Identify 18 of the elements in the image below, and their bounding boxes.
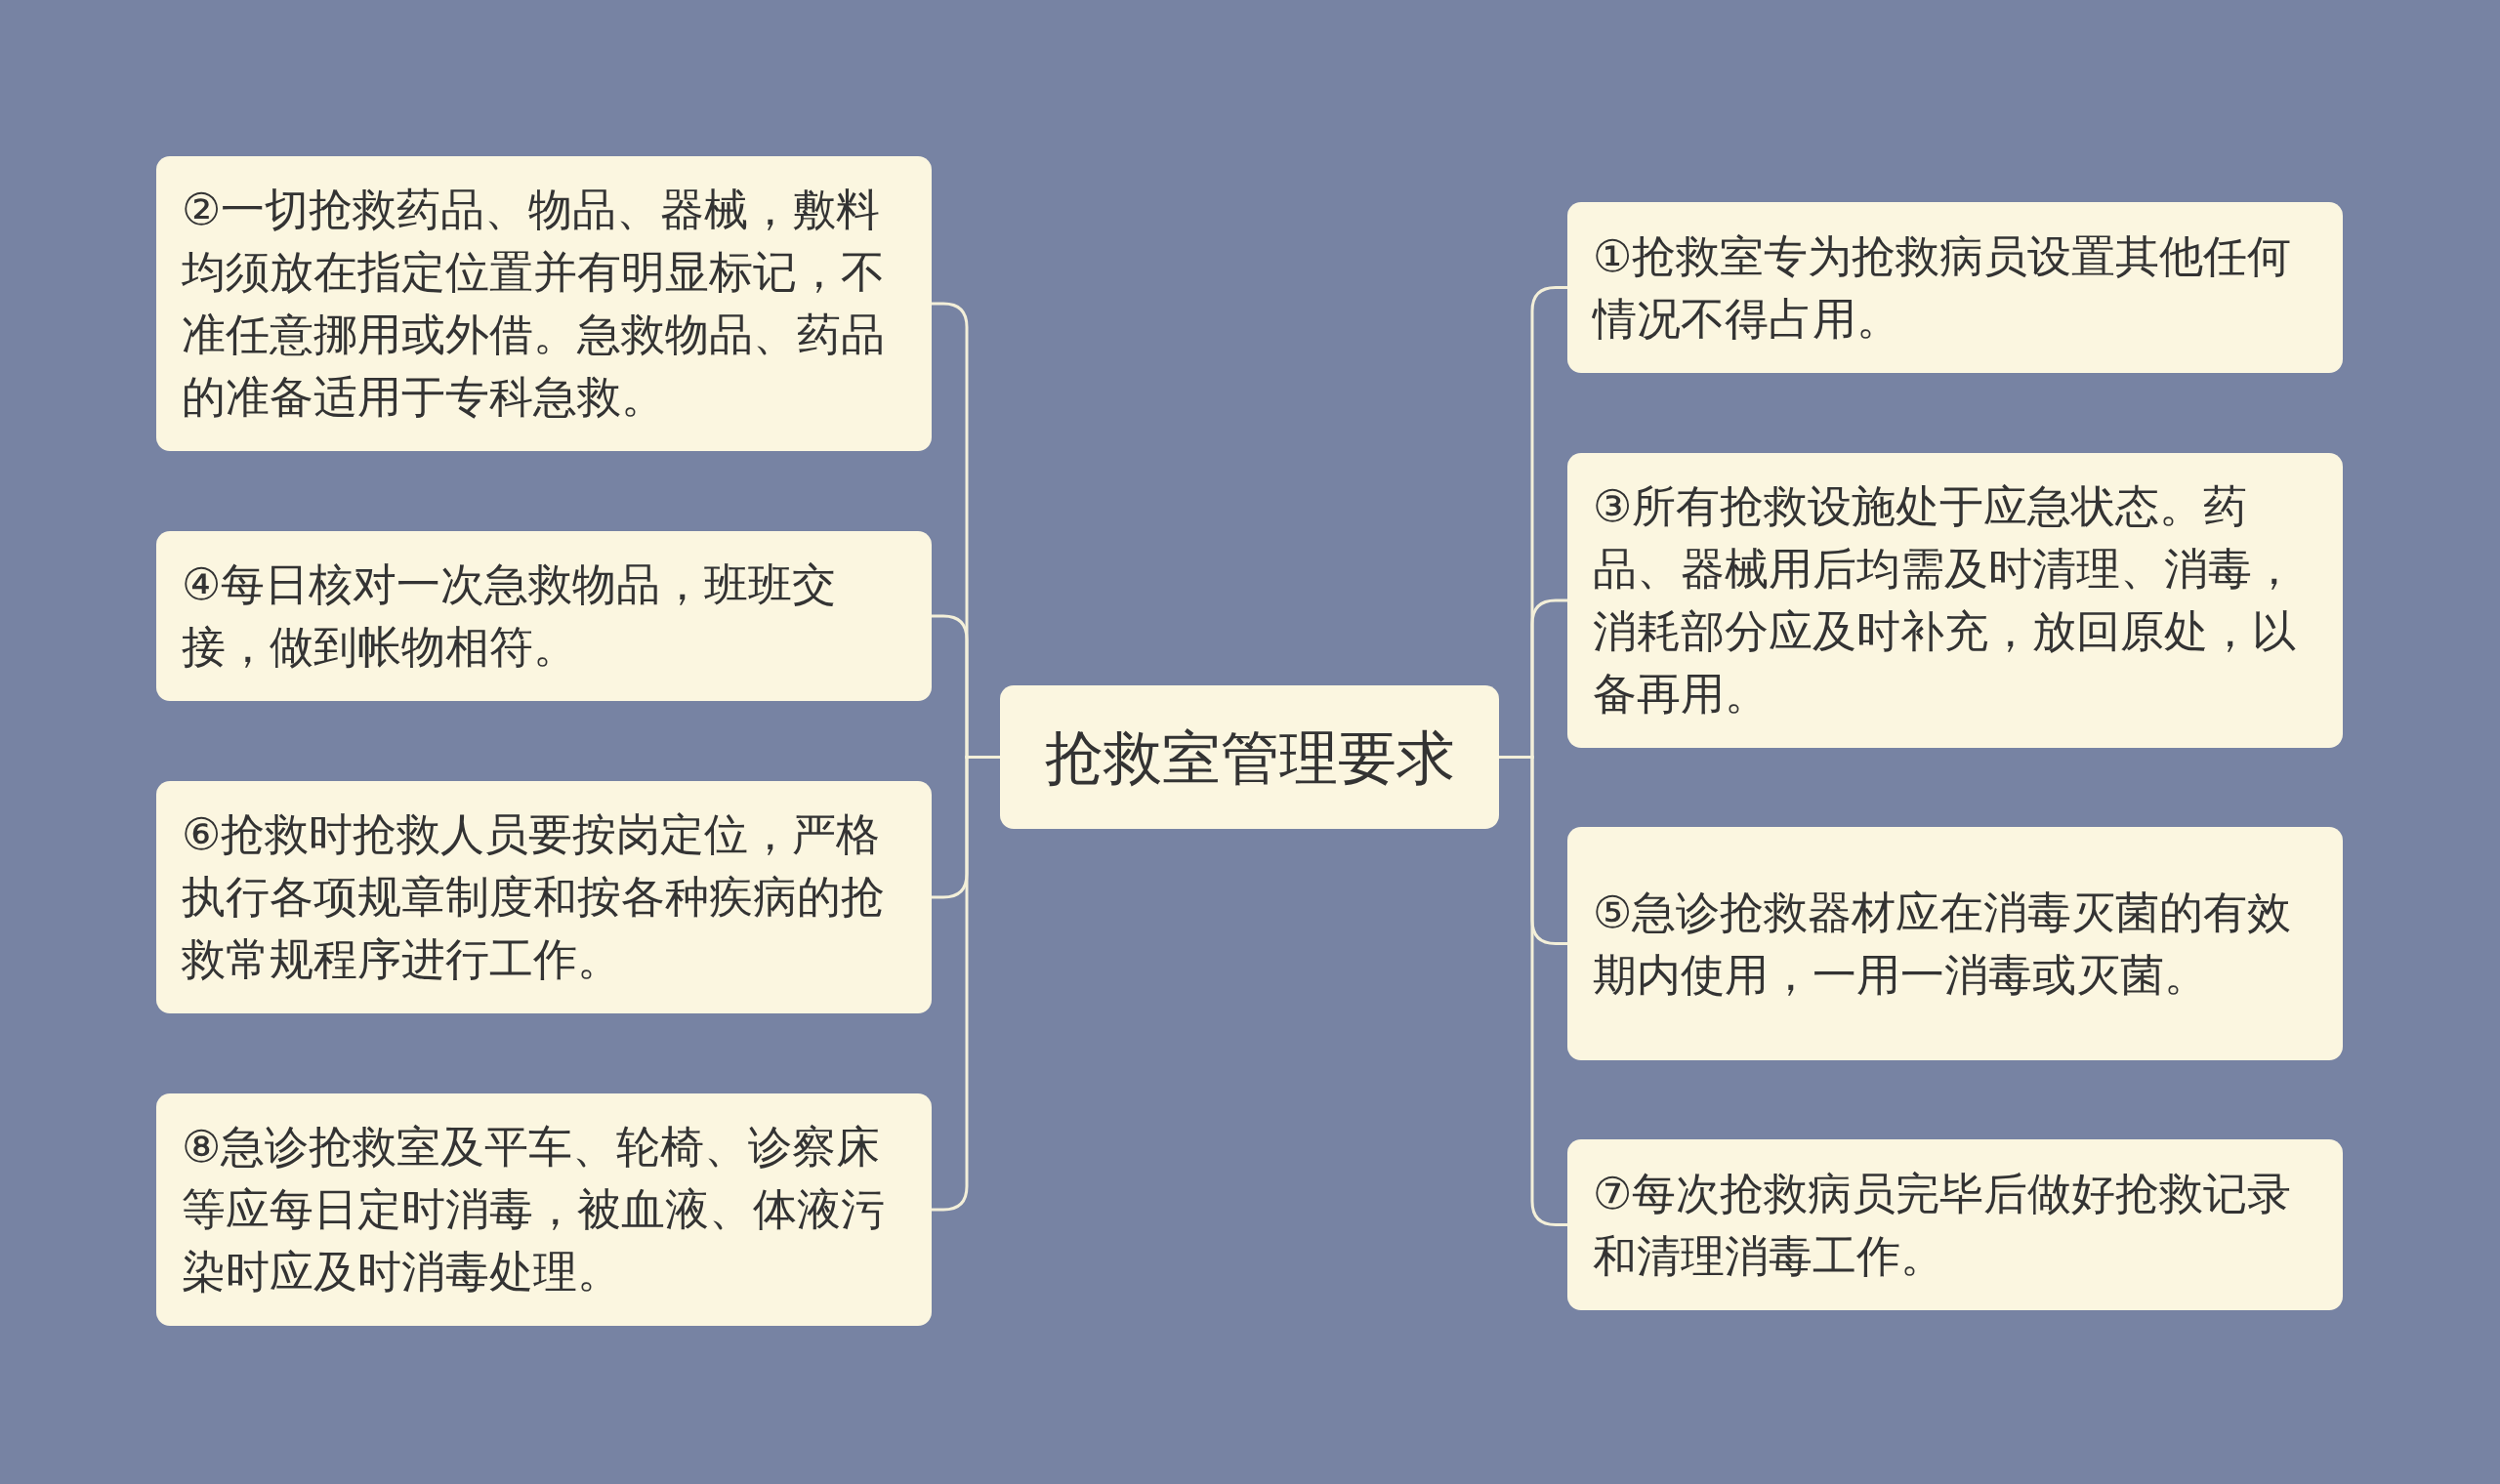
topic-text: ⑦每次抢救病员完毕后做好抢救记录和清理消毒工作。: [1593, 1166, 2293, 1284]
topic-text: ⑤急诊抢救器材应在消毒灭菌的有效期内使用，一用一消毒或灭菌。: [1593, 885, 2293, 1003]
central-topic-text: 抢救室管理要求: [1044, 722, 1455, 792]
central-topic-box: [1000, 685, 1499, 829]
topic-box: [1567, 827, 2343, 1060]
topic-box: [156, 781, 932, 1013]
topic-box: [1567, 202, 2343, 373]
topic-box: [156, 156, 932, 451]
topic-box: [156, 1093, 932, 1326]
topic-box: [156, 531, 932, 701]
topic-text: ①抢救室专为抢救病员设置其他任何情况不得占用。: [1593, 228, 2293, 347]
topic-text: ③所有抢救设施处于应急状态。药品、器械用后均需及时清理、消毒，消耗部分应及时补充，放回原处，以备再用。: [1593, 479, 2297, 721]
topic-box: [1567, 453, 2343, 748]
topic-text: ②一切抢救药品、物品、器械，敷料均须放在指定位置并有明显标记，不准任意挪用或外借。急救物品、药品的准备适用于专科急救。: [182, 183, 886, 425]
topic-box: [1567, 1139, 2343, 1310]
topic-text: ⑧急诊抢救室及平车、轮椅、诊察床等应每日定时消毒，被血液、体液污染时应及时消毒处理。: [182, 1120, 886, 1299]
topic-text: ④每日核对一次急救物品，班班交接，做到帐物相符。: [182, 557, 838, 675]
topic-text: ⑥抢救时抢救人员要按岗定位，严格执行各项规章制度和按各种疾病的抢救常规程序进行工作。: [182, 807, 886, 987]
